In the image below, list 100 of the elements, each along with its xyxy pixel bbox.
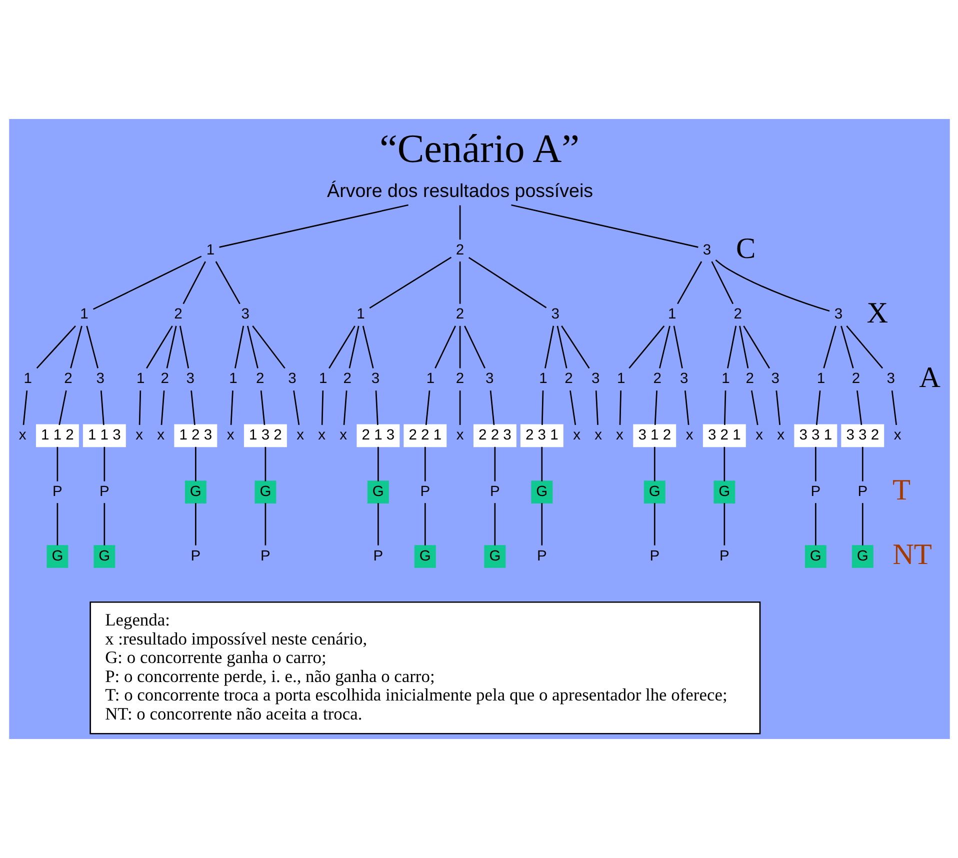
connector xyxy=(653,503,655,546)
connector xyxy=(815,390,820,426)
label: T xyxy=(892,474,910,507)
node-box: 2 3 1 xyxy=(520,424,563,448)
node-text: 2 xyxy=(733,306,742,323)
node-text: 2 xyxy=(455,242,464,258)
connector xyxy=(494,503,496,546)
node-text: 2 xyxy=(160,371,168,388)
node-box: G xyxy=(804,545,826,568)
connector xyxy=(540,446,542,482)
connector xyxy=(658,326,670,368)
node-text: x xyxy=(616,427,623,444)
connector xyxy=(494,446,496,482)
connector xyxy=(676,261,702,304)
node-text: P xyxy=(190,548,200,564)
node-box: G xyxy=(484,545,506,568)
node-text: x xyxy=(296,427,304,444)
node-text: 2 xyxy=(174,306,182,323)
connector xyxy=(672,326,682,368)
connector xyxy=(252,326,285,369)
node-box: 3 3 1 xyxy=(794,424,837,448)
connector xyxy=(556,326,567,368)
diagram-title: “Cenário A” xyxy=(378,126,580,171)
node-text: 1 xyxy=(80,306,88,323)
connector xyxy=(710,261,734,304)
connector xyxy=(458,205,460,240)
node-text: 1 xyxy=(721,371,730,388)
node-text: 2 xyxy=(851,371,860,388)
node-text: x xyxy=(776,427,784,444)
node-box: G xyxy=(643,480,665,504)
connector xyxy=(320,390,324,425)
node-text: P xyxy=(52,484,62,500)
node-text: P xyxy=(260,548,270,564)
connector xyxy=(103,446,105,482)
connector xyxy=(138,390,141,425)
node-text: 1 xyxy=(206,242,214,258)
connector xyxy=(723,390,726,425)
node-text: x xyxy=(135,427,142,444)
connector xyxy=(424,390,430,426)
node-box: Legenda: x :resultado impossível neste cenário, G: o concorrente ganha o carro; P: o concorrente perde, i. e., não ganha o carro; T: o concorrente troca a porta escolhida inicialmente pela que o apresentador lhe oferece; NT: o concorrente não aceita a troca. xyxy=(89,601,760,734)
connector xyxy=(194,446,196,482)
node-text: 3 xyxy=(288,371,296,388)
node-text: 1 xyxy=(356,306,364,323)
connector xyxy=(377,446,378,482)
connector xyxy=(342,390,347,425)
node-text: 2 xyxy=(455,306,464,323)
node-box: G xyxy=(184,480,206,504)
connector xyxy=(230,390,233,425)
connector xyxy=(22,390,28,426)
node-text: 3 xyxy=(186,371,194,388)
connector xyxy=(458,390,460,425)
node-box: G xyxy=(530,480,552,504)
node-text: 3 xyxy=(590,371,600,388)
connector xyxy=(377,503,378,546)
connector xyxy=(160,390,164,425)
connector xyxy=(840,326,854,368)
connector xyxy=(742,326,770,369)
node-box: 2 1 3 xyxy=(356,424,400,448)
node-text: 1 xyxy=(616,371,625,388)
connector xyxy=(434,326,456,369)
connector xyxy=(569,390,576,426)
node-text: x xyxy=(339,427,346,444)
connector xyxy=(182,261,206,304)
connector xyxy=(100,390,104,425)
node-text: P xyxy=(810,484,820,500)
node-box: 3 2 1 xyxy=(702,424,746,448)
node-box: G xyxy=(366,480,388,504)
node-text: P xyxy=(420,484,430,500)
node-text: x xyxy=(226,427,234,444)
connector xyxy=(628,326,664,369)
node-box: G xyxy=(254,480,276,504)
node-text: 1 xyxy=(318,371,327,388)
connector xyxy=(58,390,66,426)
node-text: 1 xyxy=(538,371,547,388)
node-text: x xyxy=(318,427,326,444)
node-box: 3 3 2 xyxy=(840,424,884,448)
connector xyxy=(194,503,196,546)
node-text: 2 xyxy=(455,371,464,388)
label: A xyxy=(918,362,940,394)
connector xyxy=(560,326,590,369)
node-text: Árvore dos resultados possíveis xyxy=(326,180,593,202)
connector xyxy=(368,256,452,309)
node-text: 3 xyxy=(550,306,559,323)
node-text: P xyxy=(490,484,500,500)
connector xyxy=(723,446,725,482)
connector xyxy=(775,390,780,426)
connector xyxy=(890,390,897,426)
connector xyxy=(92,256,202,310)
connector xyxy=(846,325,883,369)
node-text: 3 xyxy=(770,371,780,388)
node-text: 3 xyxy=(886,371,894,388)
connector xyxy=(540,503,542,546)
connector xyxy=(814,446,816,482)
node-text: 2 xyxy=(564,371,572,388)
connector xyxy=(70,326,82,368)
connector xyxy=(178,326,189,368)
node-text: 3 xyxy=(240,306,249,323)
node-text: 1 xyxy=(136,371,144,388)
node-text: x xyxy=(156,427,164,444)
node-text: 1 xyxy=(816,371,825,388)
